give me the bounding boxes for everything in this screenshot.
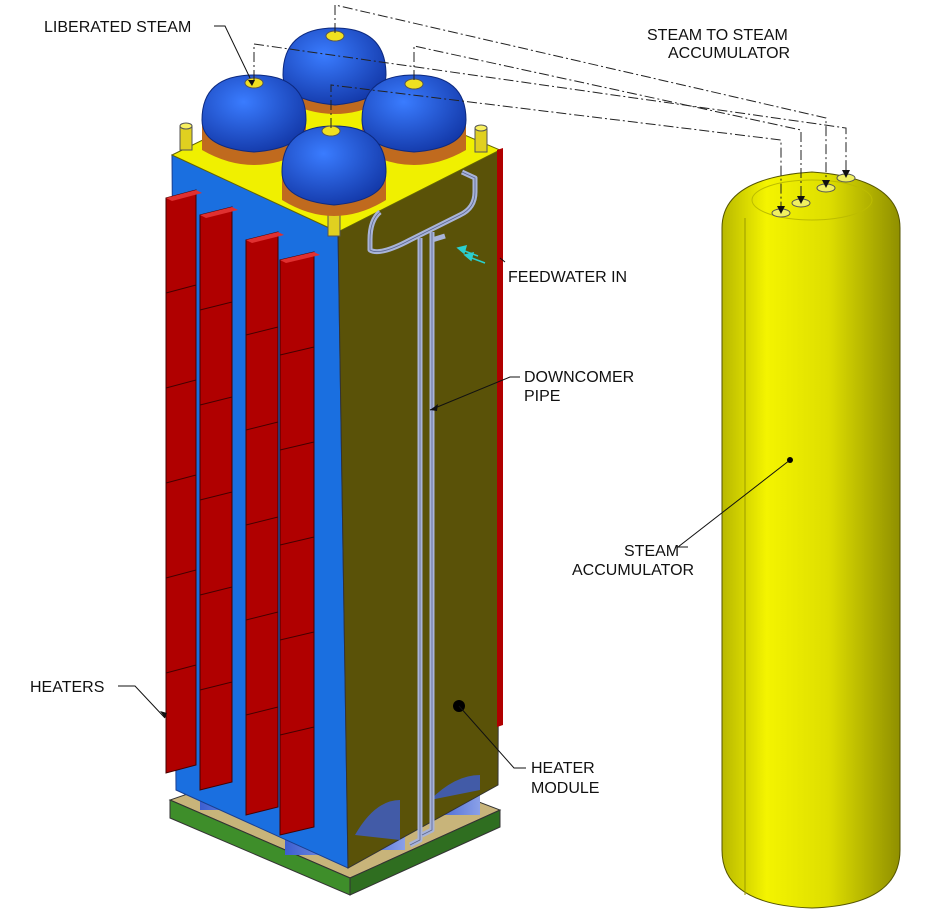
steam-lines	[253, 4, 847, 206]
heaters	[165, 148, 503, 836]
heater-column-1	[165, 189, 202, 774]
downcomer-pipe-outline	[369, 171, 476, 846]
leader-lines	[118, 25, 791, 769]
steam-line-3	[413, 45, 802, 196]
module-base-green-right	[349, 809, 501, 896]
accumulator-body	[721, 171, 901, 909]
label-accumulator-1: STEAM	[624, 543, 679, 560]
accumulator-dot	[787, 457, 793, 463]
label-steam-to-accumulator-2: ACCUMULATOR	[668, 45, 790, 62]
label-accumulator-2: ACCUMULATOR	[572, 562, 694, 579]
heater-column-right	[497, 148, 503, 727]
label-steam-to-accumulator-1: STEAM TO STEAM	[647, 27, 788, 44]
label-heater-module-2: MODULE	[531, 780, 599, 797]
label-heaters: HEATERS	[30, 679, 104, 696]
leader-arrowheads	[160, 80, 438, 718]
leader-heaters	[118, 685, 166, 719]
heater-column-4	[279, 251, 320, 836]
dome-left	[201, 74, 307, 165]
label-heater-module-1: HEATER	[531, 760, 595, 777]
heater-column-3	[245, 231, 284, 816]
steam-line-4	[330, 84, 782, 206]
steam-line-1	[253, 43, 847, 170]
label-liberated-steam: LIBERATED STEAM	[44, 19, 191, 36]
steam-accumulator	[721, 171, 901, 909]
feedwater-arrows	[456, 244, 486, 264]
leader-feedwater	[499, 257, 506, 263]
leader-liberated-steam	[214, 25, 251, 79]
leader-downcomer	[429, 376, 520, 411]
steam-line-2	[334, 4, 827, 180]
heater-column-2	[199, 206, 238, 791]
label-downcomer-1: DOWNCOMER	[524, 369, 634, 386]
steam-line-arrowheads	[777, 170, 850, 214]
label-feedwater-in: FEEDWATER IN	[508, 269, 627, 286]
accumulator-top-ring	[751, 179, 873, 221]
leader-accumulator	[676, 459, 791, 548]
leader-heater-module	[458, 705, 526, 769]
corner-posts	[179, 122, 488, 237]
dome-front	[281, 125, 387, 216]
dome-right	[361, 74, 467, 165]
dome-back	[282, 27, 387, 114]
label-downcomer-2: PIPE	[524, 388, 560, 405]
